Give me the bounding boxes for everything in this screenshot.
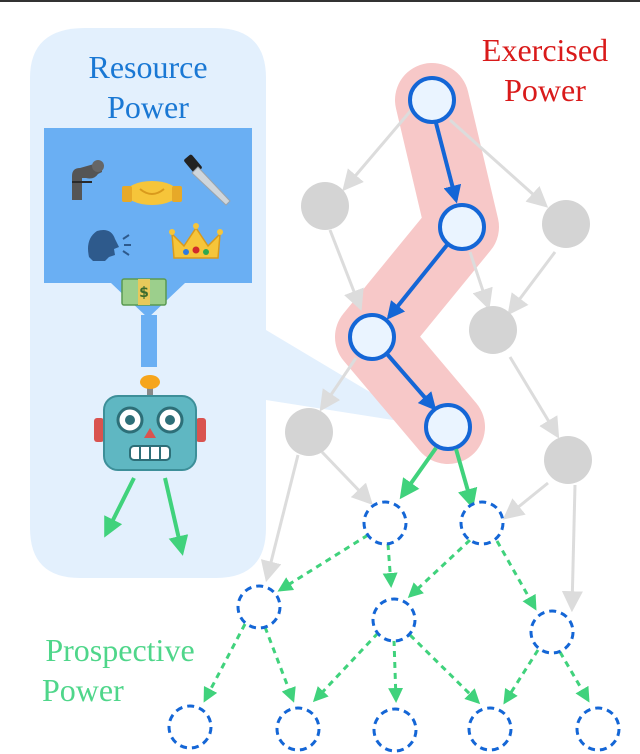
exercised-path-highlight [335,63,499,464]
robot-arrow-right [163,477,189,556]
exercised-power-line2: Power [504,72,586,108]
prospective-power-label: Prospective Power [20,630,220,710]
prospective-arrow-right [454,448,478,509]
gray-nodes [285,182,592,484]
prospective-edges [203,533,590,705]
prospective-arrow-left [399,446,438,500]
resource-power-label: Resource Power [30,47,266,127]
resource-power-line1: Resource [88,49,208,85]
exercised-nodes [348,76,486,451]
robot-icon [94,375,206,471]
crown-icon [169,223,223,259]
gray-edges [260,107,583,613]
prospective-power-line2: Power [42,672,124,708]
resource-power-line2: Power [107,89,189,125]
prospective-nodes [167,500,621,753]
svg-text:$: $ [139,285,149,301]
kitchen-knife-icon [184,154,231,206]
money-bills-icon: $ [121,278,167,306]
callout-stem [141,315,157,367]
speaking-head-icon [88,230,131,261]
flexed-biceps-icon [72,160,104,200]
handshake-icon [122,181,182,205]
exercised-edges [385,122,462,411]
robot-arrow-left [104,477,136,538]
prospective-power-line1: Prospective [45,632,195,668]
exercised-power-line1: Exercised [481,32,609,68]
exercised-power-label: Exercised Power [455,30,635,110]
